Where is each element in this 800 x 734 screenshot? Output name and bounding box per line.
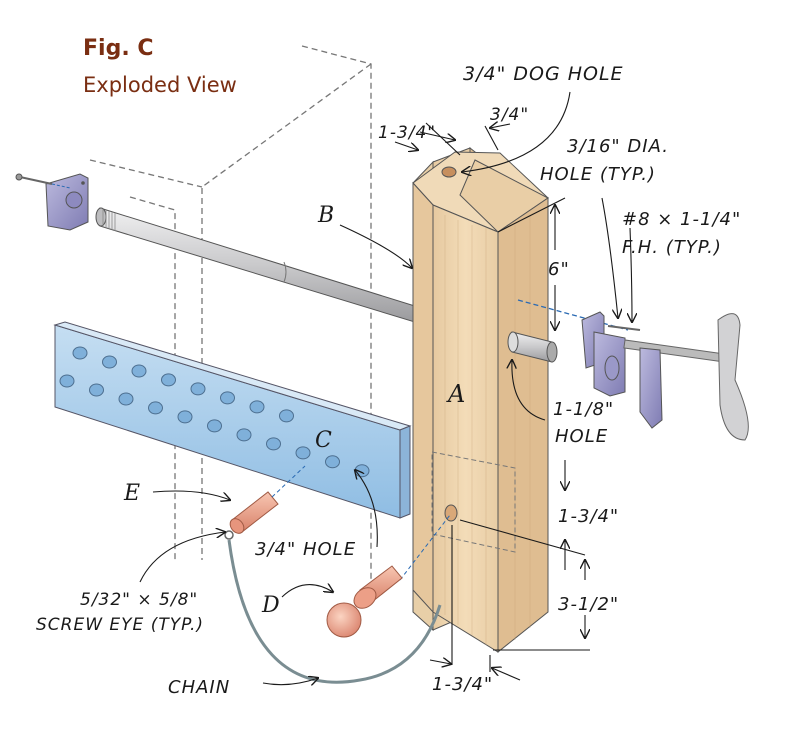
board-hole-label: 3/4" HOLE [255, 539, 356, 560]
board-hole [249, 400, 265, 414]
peg-E [224, 465, 306, 540]
pin-board-C [53, 321, 412, 519]
pipe-thread [102, 209, 116, 231]
board-hole [177, 410, 193, 424]
board-hole [161, 373, 176, 387]
board-hole [118, 392, 134, 406]
part-label-C: C [315, 428, 332, 453]
board-hole [279, 409, 294, 423]
leg-A [412, 146, 558, 654]
end-clamp-plate [15, 173, 89, 231]
part-label-E: E [123, 481, 140, 506]
figure-subtitle: Exploded View [83, 73, 237, 97]
board-hole [295, 446, 311, 460]
wood-grain [444, 215, 531, 645]
part-label-D: D [261, 593, 280, 618]
dog-hole-offset-dim: 3/4" [490, 105, 529, 125]
dog-hole [441, 166, 457, 178]
board-hole [102, 355, 117, 369]
board-hole [325, 455, 340, 469]
board-hole [266, 437, 281, 451]
top-width-dim: 1-3/4" [378, 123, 436, 143]
pipe-hole-label-2: HOLE [555, 426, 608, 447]
screw-hole-label-2: HOLE (TYP.) [540, 164, 656, 185]
screw-label-1: #8 × 1-1/4" [622, 209, 741, 230]
board-hole [190, 382, 206, 396]
screw-eye [224, 530, 234, 540]
dog-hole-label: 3/4" DOG HOLE [463, 63, 624, 85]
board-hole [131, 364, 147, 378]
mortise-height-dim: 1-3/4" [558, 506, 619, 527]
chain [227, 539, 442, 684]
screw-label-2: F.H. (TYP.) [622, 237, 722, 258]
pipe-B [95, 207, 419, 324]
screw-hole-label-1: 3/16" DIA. [567, 136, 669, 157]
dimension-lines [139, 91, 632, 685]
pin-height-dim: 3-1/2" [558, 594, 619, 615]
figure-title: Fig. C [83, 36, 154, 61]
handle-pin-D [326, 514, 451, 638]
board-hole [59, 374, 75, 388]
part-label-B: B [317, 203, 334, 228]
screw-eye-label-2: SCREW EYE (TYP.) [36, 615, 204, 635]
board-hole [354, 464, 370, 478]
board-hole [89, 383, 104, 397]
pin-offset-dim: 1-3/4" [432, 674, 493, 695]
pipe-clamp [517, 299, 749, 441]
pipe-height-dim: 6" [548, 259, 570, 280]
pipe-hole-label-1: 1-1/8" [553, 399, 614, 420]
board-hole [148, 401, 163, 415]
chain-label: CHAIN [168, 677, 230, 698]
board-hole [72, 346, 88, 360]
part-label-A: A [446, 380, 465, 408]
screw-eye-label-1: 5/32" × 5/8" [80, 590, 198, 610]
board-hole [220, 391, 235, 405]
board-holes [59, 346, 370, 478]
board-hole [207, 419, 222, 433]
board-hole [236, 428, 252, 442]
